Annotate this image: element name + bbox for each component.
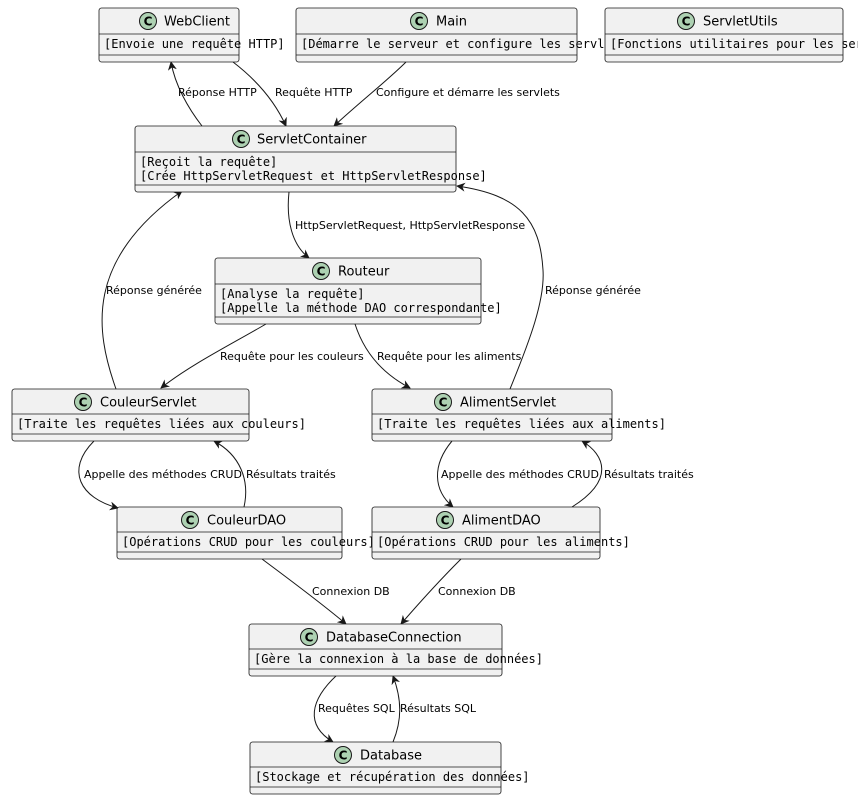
edge-http-objects [287,191,310,259]
class-stereotype-letter: C [144,15,153,29]
class-routeur[interactable]: C Routeur [Analyse la requête] [Appelle … [214,257,502,325]
class-name: ServletUtils [703,15,778,30]
edge-label-resultats-right: Résultats traités [604,468,694,481]
class-stereotype-icon [334,746,352,764]
edge-label-resultats-sql: Résultats SQL [400,702,477,715]
class-stereotype-icon [139,12,157,30]
class-stereotype-icon [300,628,318,646]
class-stereotype-icon [74,393,92,411]
class-couleurservlet[interactable]: C CouleurServlet [Traite les requêtes li… [11,388,306,442]
class-note: [Fonctions utilitaires pour les servlets… [610,37,858,51]
class-stereotype-letter: C [79,396,88,410]
class-note: [Reçoit la requête] [140,155,277,169]
edge-requete-couleurs [160,323,267,389]
edge-requete-http [232,61,287,127]
edge-label-reponse-generee-left: Réponse générée [106,284,202,297]
class-name: WebClient [164,15,230,30]
class-name: AlimentServlet [460,396,556,411]
class-note: [Crée HttpServletRequest et HttpServletR… [140,169,487,183]
class-stereotype-letter: C [441,514,450,528]
class-databaseconnection[interactable]: C DatabaseConnection [Gère la connexion … [248,623,543,677]
class-servletcontainer[interactable]: C ServletContainer [Reçoit la requête] [… [134,125,487,193]
edge-connexion-db-right [400,558,462,625]
edge-resultats-right [571,440,603,508]
class-name: CouleurServlet [100,396,196,411]
class-servletutils[interactable]: C ServletUtils [Fonctions utilitaires po… [604,7,858,63]
edge-label-requete-couleurs: Requête pour les couleurs [220,350,364,363]
edge-label-connexion-db-left: Connexion DB [312,585,390,598]
class-couleurdao[interactable]: C CouleurDAO [Opérations CRUD pour les c… [116,506,375,560]
edge-label-appelle-crud-right: Appelle des méthodes CRUD [441,468,599,481]
edge-reponse-http [167,61,203,127]
class-name: Database [360,749,422,764]
class-note: [Stockage et récupération des données] [255,770,530,784]
edge-resultats-left [213,440,247,508]
edge-reponse-generee-right [456,182,544,390]
class-stereotype-letter: C [317,265,326,279]
class-note: [Envoie une requête HTTP] [104,37,285,51]
edge-appelle-crud-left [78,440,119,511]
edge-reponse-generee-left [101,190,183,390]
class-database[interactable]: C Database [Stockage et récupération des… [249,741,530,795]
class-note: [Opérations CRUD pour les couleurs] [122,535,375,549]
class-stereotype-letter: C [237,133,246,147]
class-name: ServletContainer [257,133,367,148]
class-alimentdao[interactable]: C AlimentDAO [Opérations CRUD pour les a… [371,506,630,560]
class-name: CouleurDAO [207,514,286,529]
class-stereotype-letter: C [339,749,348,763]
edge-label-http-objects: HttpServletRequest, HttpServletResponse [295,219,525,232]
edge-appelle-crud-right [437,440,454,508]
class-stereotype-icon [232,130,250,148]
class-name: DatabaseConnection [326,631,462,646]
class-note: [Traite les requêtes liées aux couleurs] [17,417,306,431]
edge-label-connexion-db-right: Connexion DB [438,585,516,598]
edge-requete-aliments [354,323,411,389]
edge-label-reponse-generee-right: Réponse générée [545,284,641,297]
class-note: [Traite les requêtes liées aux aliments] [377,417,666,431]
class-note: [Appelle la méthode DAO correspondante] [220,301,502,315]
edge-label-reponse-http: Réponse HTTP [178,86,257,99]
class-main[interactable]: C Main [Démarre le serveur et configure … [295,7,633,63]
class-webclient[interactable]: C WebClient [Envoie une requête HTTP] [98,7,285,63]
edge-configure [333,61,407,127]
edge-label-resultats-left: Résultats traités [246,468,336,481]
edge-label-requetes-sql: Requêtes SQL [318,702,396,715]
class-alimentservlet[interactable]: C AlimentServlet [Traite les requêtes li… [371,388,666,442]
edge-label-requete-http: Requête HTTP [275,86,353,99]
class-note: [Gère la connexion à la base de données] [254,652,543,666]
edges: Réponse HTTP Requête HTTP Configure et d… [78,61,694,743]
edge-label-requete-aliments: Requête pour les aliments [377,350,522,363]
edge-requetes-sql [313,674,338,743]
edge-label-appelle-crud-left: Appelle des méthodes CRUD [84,468,242,481]
class-stereotype-letter: C [305,631,314,645]
class-note: [Opérations CRUD pour les aliments] [377,535,630,549]
class-name: Routeur [338,265,390,280]
class-stereotype-letter: C [439,396,448,410]
class-stereotype-icon [434,393,452,411]
class-stereotype-icon [181,511,199,529]
class-stereotype-icon [410,12,428,30]
class-stereotype-letter: C [682,15,691,29]
class-note: [Démarre le serveur et configure les ser… [301,37,633,51]
class-stereotype-icon [677,12,695,30]
class-note: [Analyse la requête] [220,287,365,301]
class-name: Main [436,15,467,30]
class-stereotype-letter: C [415,15,424,29]
edge-label-configure: Configure et démarre les servlets [376,86,560,99]
class-name: AlimentDAO [462,514,541,529]
class-stereotype-icon [312,262,330,280]
class-stereotype-letter: C [186,514,195,528]
class-stereotype-icon [436,511,454,529]
edge-resultats-sql [391,675,401,743]
edge-connexion-db-left [261,558,347,625]
